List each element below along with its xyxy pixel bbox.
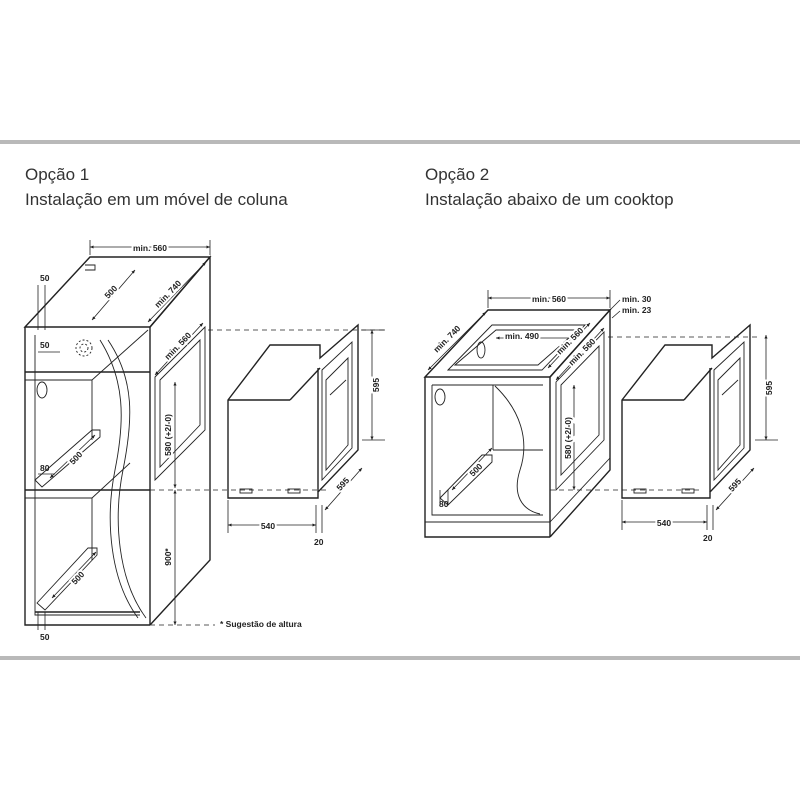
opt1-shelf-depth: 500: [67, 449, 84, 466]
opt1-inner-depth: 500: [102, 283, 119, 300]
option1-subtitle: Instalação em um móvel de coluna: [25, 190, 288, 209]
option1-heading: Opção 1 Instalação em um móvel de coluna: [25, 162, 288, 212]
opt1-oven-height: 595: [371, 378, 381, 392]
opt1-left-shelf: 80: [40, 463, 50, 473]
option1-oven: 595 595 540 20: [227, 323, 385, 547]
opt2-cutout: min. 490: [505, 331, 539, 341]
opt1-top-width: min. 560: [133, 243, 167, 253]
opt2-depth: min. 740: [431, 323, 462, 354]
opt1-bottom: 50: [40, 632, 50, 642]
diagram-frame: [0, 140, 800, 660]
opt2-gap-side: min. 23: [622, 305, 652, 315]
opt2-oven-height: 595: [764, 381, 774, 395]
opt2-bottom: 80: [439, 499, 449, 509]
opt1-left-vent: 50: [40, 340, 50, 350]
option1-title: Opção 1: [25, 165, 90, 184]
option1-cabinet: [23, 255, 212, 626]
opt1-footnote: * Sugestão de altura: [220, 619, 302, 629]
option2-title: Opção 2: [425, 165, 490, 184]
option1-dimensions: min. 560 min. 740 500 min. 560 50 50 80 …: [37, 240, 385, 642]
opt1-lower-depth: 500: [69, 569, 86, 586]
option2-heading: Opção 2 Instalação abaixo de um cooktop: [425, 162, 674, 212]
opt2-inner-depth: 500: [467, 461, 484, 478]
opt2-oven-gap: 20: [703, 533, 713, 543]
opt1-height-cavity: 580 (+2/-0): [163, 414, 173, 456]
option2-oven: 595 595 540 20: [621, 323, 778, 543]
opt2-oven-depth: 595: [726, 476, 743, 493]
opt1-side-width: min. 560: [162, 330, 193, 362]
opt1-oven-depth: 595: [334, 475, 351, 492]
opt2-gap-top: min. 30: [622, 294, 652, 304]
opt1-oven-gap: 20: [314, 537, 324, 547]
opt1-height-base: 900*: [163, 548, 173, 566]
opt1-left-top: 50: [40, 273, 50, 283]
opt2-oven-width: 540: [657, 518, 671, 528]
option2-subtitle: Instalação abaixo de um cooktop: [425, 190, 674, 209]
opt1-oven-width: 540: [261, 521, 275, 531]
opt2-top-width: min. 560: [532, 294, 566, 304]
opt2-height-cavity: 580 (+2/-0): [563, 417, 573, 459]
